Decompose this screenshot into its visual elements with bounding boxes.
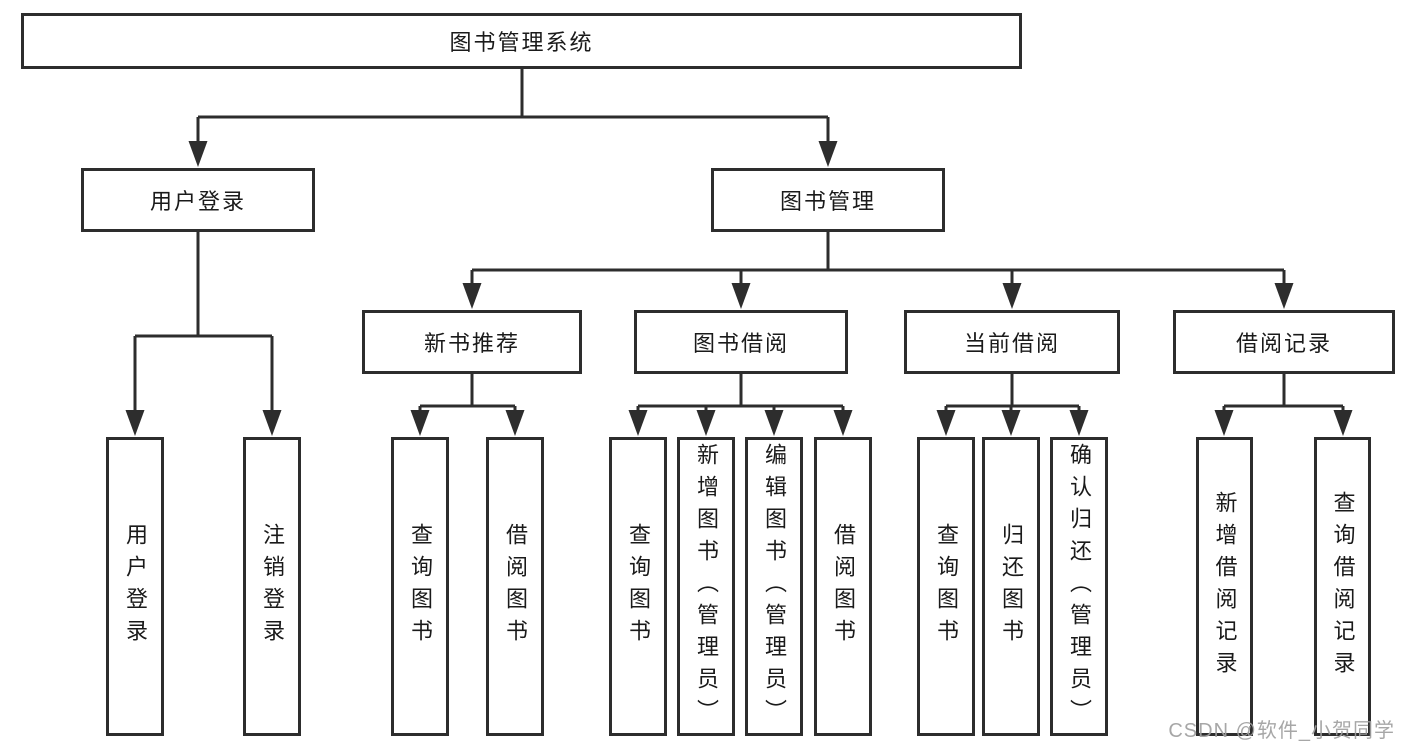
arrowhead-icon: [696, 410, 716, 436]
node-leaf-edit-book-admin: 编辑图书（管理员）: [745, 437, 803, 736]
connector-user-login-children: [133, 232, 274, 430]
arrowhead-icon: [1069, 410, 1089, 436]
node-label: 新增图书（管理员）: [694, 442, 719, 731]
node-leaf-user-login: 用户登录: [106, 437, 164, 736]
connector-borrow-records-children: [1222, 374, 1345, 430]
arrowhead-icon: [764, 410, 784, 436]
node-label: 借阅记录: [1235, 331, 1332, 356]
node-label: 用户登录: [123, 522, 148, 651]
arrowhead-icon: [1274, 283, 1294, 309]
arrowhead-icon: [505, 410, 525, 436]
node-label: 确认归还（管理员）: [1067, 442, 1092, 731]
node-leaf-borrow-books: 借阅图书: [814, 437, 872, 736]
arrowhead-icon: [818, 141, 838, 167]
node-label: 图书管理系统: [449, 30, 594, 55]
arrowhead-icon: [1214, 410, 1234, 436]
node-label: 借阅图书: [831, 522, 856, 651]
node-book-management: 图书管理: [711, 168, 945, 232]
node-leaf-return-book: 归还图书: [982, 437, 1040, 736]
arrowhead-icon: [936, 410, 956, 436]
node-label: 新书推荐: [423, 331, 520, 356]
arrowhead-icon: [125, 410, 145, 436]
node-leaf-search-books-recommend: 查询图书: [391, 437, 449, 736]
arrowhead-icon: [731, 283, 751, 309]
node-label: 当前借阅: [963, 331, 1060, 356]
arrowhead-icon: [1333, 410, 1353, 436]
node-label: 查询图书: [934, 522, 959, 651]
node-label: 图书管理: [779, 189, 876, 214]
node-root: 图书管理系统: [21, 13, 1022, 69]
arrowhead-icon: [833, 410, 853, 436]
arrowhead-icon: [628, 410, 648, 436]
node-leaf-logout: 注销登录: [243, 437, 301, 736]
connector-root-to-level2: [196, 69, 830, 160]
arrowhead-icon: [262, 410, 282, 436]
node-leaf-confirm-return-admin: 确认归还（管理员）: [1050, 437, 1108, 736]
connector-book-borrow-children: [636, 374, 845, 430]
node-label: 编辑图书（管理员）: [762, 442, 787, 731]
node-leaf-add-borrow-record: 新增借阅记录: [1196, 437, 1253, 736]
node-book-borrow: 图书借阅: [634, 310, 848, 374]
node-label: 新增借阅记录: [1212, 490, 1238, 683]
node-leaf-search-books-borrow: 查询图书: [609, 437, 667, 736]
node-current-borrow: 当前借阅: [904, 310, 1120, 374]
arrowhead-icon: [462, 283, 482, 309]
connector-new-book-recommend-children: [418, 374, 517, 430]
arrowhead-icon: [410, 410, 430, 436]
node-label: 用户登录: [149, 189, 246, 214]
watermark-text: CSDN @软件_小贺同学: [1168, 720, 1395, 742]
connector-current-borrow-children: [944, 374, 1081, 430]
node-leaf-search-borrow-record: 查询借阅记录: [1314, 437, 1371, 736]
arrowhead-icon: [1001, 410, 1021, 436]
node-leaf-search-books-current: 查询图书: [917, 437, 975, 736]
arrowhead-icon: [1002, 283, 1022, 309]
node-label: 查询图书: [408, 522, 433, 651]
arrowhead-icon: [188, 141, 208, 167]
node-label: 注销登录: [260, 522, 285, 651]
node-borrow-records: 借阅记录: [1173, 310, 1395, 374]
node-label: 图书借阅: [692, 331, 789, 356]
node-user-login: 用户登录: [81, 168, 315, 232]
node-leaf-add-book-admin: 新增图书（管理员）: [677, 437, 735, 736]
node-label: 借阅图书: [503, 522, 528, 651]
node-label: 归还图书: [999, 522, 1024, 651]
node-new-book-recommend: 新书推荐: [362, 310, 582, 374]
node-label: 查询借阅记录: [1330, 490, 1356, 683]
connector-book-management-children: [470, 232, 1286, 303]
node-leaf-borrow-books-recommend: 借阅图书: [486, 437, 544, 736]
node-label: 查询图书: [626, 522, 651, 651]
